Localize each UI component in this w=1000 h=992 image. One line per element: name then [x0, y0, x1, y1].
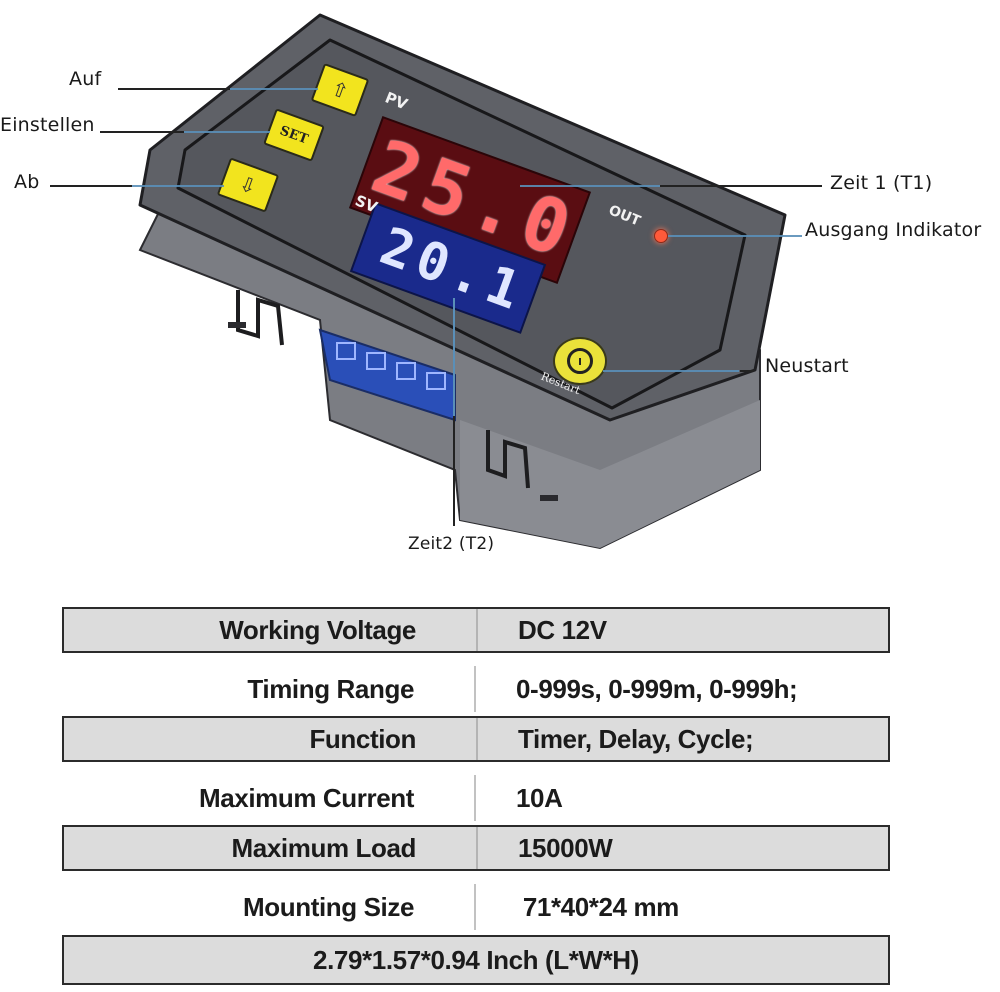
divider	[474, 775, 476, 821]
callout-time2: Zeit2 (T2)	[408, 534, 495, 554]
spec-key: Function	[309, 723, 416, 754]
spec-row: Maximum Current 10A	[62, 775, 890, 821]
spec-key: Maximum Current	[198, 782, 414, 813]
leader-line	[660, 185, 822, 187]
divider	[474, 884, 476, 930]
leader-line	[603, 370, 739, 372]
spec-value: 0-999s, 0-999m, 0-999h;	[516, 673, 798, 704]
leader-line	[668, 235, 802, 237]
spec-value: 71*40*24 mm	[516, 891, 679, 922]
spec-row: Timing Range 0-999s, 0-999m, 0-999h;	[62, 666, 890, 712]
callout-time1: Zeit 1 (T1)	[830, 172, 933, 194]
spec-key: Mounting Size	[243, 891, 414, 922]
leader-line	[740, 370, 754, 372]
restart-button[interactable]	[553, 337, 607, 385]
arrow-down-icon: ⇩	[236, 170, 260, 200]
set-button-label: SET	[277, 122, 311, 148]
spec-key: Timing Range	[247, 673, 414, 704]
leader-line	[520, 185, 660, 187]
callout-output-indicator: Ausgang Indikator	[805, 219, 982, 241]
spec-row: Maximum Load 15000W	[62, 825, 890, 871]
spec-value: 10A	[516, 782, 563, 813]
leader-line	[50, 185, 132, 187]
spec-value: Timer, Delay, Cycle;	[518, 723, 754, 754]
callout-down: Ab	[14, 171, 40, 193]
leader-line	[184, 131, 270, 133]
divider	[476, 718, 478, 760]
arrow-up-icon: ⇧	[328, 75, 352, 105]
spec-row-footer: 2.79*1.57*0.94 Inch (L*W*H)	[62, 935, 890, 985]
spec-row: Mounting Size 71*40*24 mm	[62, 884, 890, 930]
leader-line	[453, 416, 455, 526]
device-illustration	[138, 13, 787, 550]
spec-footer-value: 2.79*1.57*0.94 Inch (L*W*H)	[313, 944, 639, 975]
callout-up: Auf	[69, 68, 102, 90]
spec-row: Function Timer, Delay, Cycle;	[62, 716, 890, 762]
spec-value: 15000W	[518, 832, 613, 863]
leader-line	[230, 88, 318, 90]
callout-set: Einstellen	[0, 114, 95, 136]
leader-line	[118, 88, 230, 90]
power-icon	[567, 348, 593, 374]
divider	[476, 609, 478, 651]
spec-key: Working Voltage	[219, 614, 416, 645]
divider	[474, 666, 476, 712]
leader-line	[100, 131, 184, 133]
leader-line	[453, 298, 455, 416]
timer-relay-device: 25.0 20.1 PV SV OUT ⇧ SET ⇩ Restart Auf …	[0, 13, 982, 554]
leader-line	[132, 185, 224, 187]
output-indicator-led	[654, 229, 668, 243]
callout-restart: Neustart	[765, 355, 849, 377]
spec-key: Maximum Load	[231, 832, 417, 863]
spec-value: DC 12V	[518, 614, 607, 645]
divider	[476, 827, 478, 869]
spec-row: Working Voltage DC 12V	[62, 607, 890, 653]
